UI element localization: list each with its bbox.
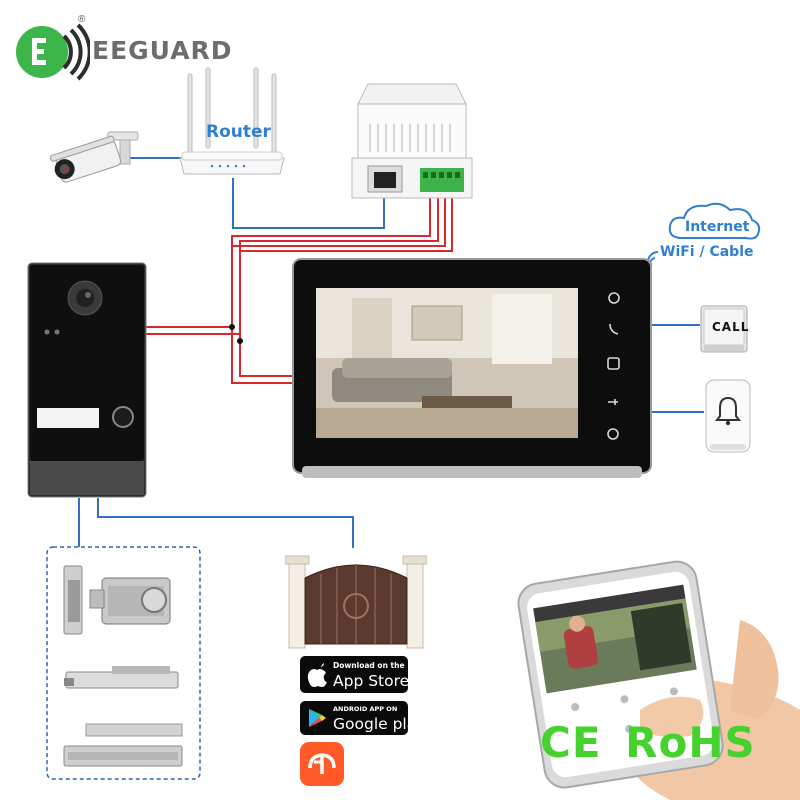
router-icon xyxy=(179,67,285,175)
google-play-icon xyxy=(309,709,326,727)
certification-marks: CE RoHS xyxy=(540,718,756,767)
brand-name: EEGUARD xyxy=(92,36,233,65)
apple-badge-title: App Store xyxy=(333,672,410,690)
door-chime-icon xyxy=(705,379,751,453)
ce-mark: CE xyxy=(540,718,602,767)
wire-router-controller xyxy=(232,178,385,229)
ip-camera-icon xyxy=(50,131,139,183)
wire-red-2 xyxy=(146,196,439,335)
gate-icon xyxy=(285,555,427,649)
brand-logo-icon xyxy=(16,23,90,81)
wire-junction xyxy=(237,338,243,344)
apple-logo-icon xyxy=(307,663,327,687)
registered-mark: ® xyxy=(78,14,86,25)
google-badge-subtitle: ANDROID APP ON xyxy=(333,705,398,713)
rohs-mark: RoHS xyxy=(625,718,756,767)
door-station-icon xyxy=(27,262,147,498)
smartphone-hand-icon xyxy=(517,560,800,800)
wire-red-4 xyxy=(239,196,453,377)
google-play-badge[interactable]: ANDROID APP ON Google play xyxy=(300,701,425,735)
app-store-badge[interactable]: Download on the App Store xyxy=(300,656,410,693)
tuya-app-icon[interactable] xyxy=(300,742,344,786)
connection-type-label: WiFi / Cable xyxy=(660,244,754,260)
google-badge-title: Google play xyxy=(333,715,426,733)
indoor-monitor-icon xyxy=(292,258,652,478)
wire-red-3 xyxy=(231,196,446,384)
wire-door-gate xyxy=(97,498,354,548)
exit-call-button-icon xyxy=(700,305,748,353)
router-label: Router xyxy=(206,122,271,142)
call-button-label: CALL xyxy=(712,320,750,334)
wire-junction xyxy=(229,324,235,330)
locks-group-box xyxy=(46,546,201,780)
apple-badge-subtitle: Download on the xyxy=(333,661,405,670)
network-controller-icon xyxy=(351,83,473,199)
cloud-icon xyxy=(668,202,761,240)
wire-red-1 xyxy=(146,196,431,328)
internet-label: Internet xyxy=(685,219,750,235)
locks-icon xyxy=(63,565,183,767)
